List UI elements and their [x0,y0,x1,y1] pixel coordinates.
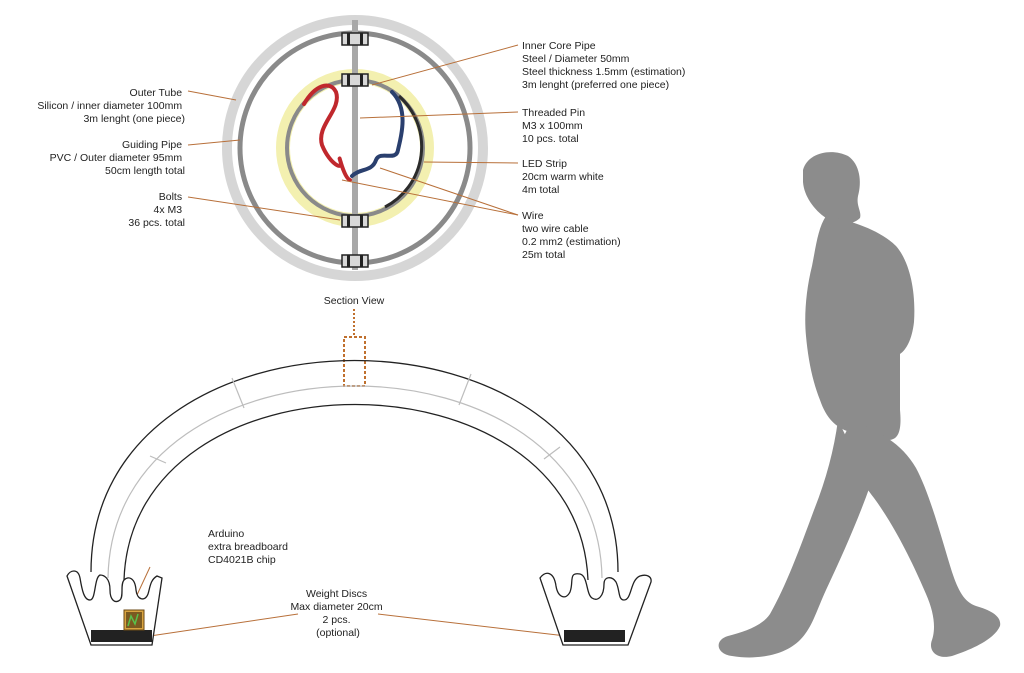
base-right [539,572,652,646]
section-cut-marker [343,309,366,387]
threaded-pin-label: Threaded Pin M3 x 100mm 10 pcs. total [522,107,588,145]
weight-discs-label: Weight Discs Max diameter 20cm 2 pcs. (o… [290,588,385,639]
arch-inner-edge [123,404,589,581]
wire-blue [350,90,405,178]
arch [90,359,619,581]
threaded-pin [352,20,358,270]
bolt-icon [341,214,369,228]
bolt-icon [341,254,369,268]
bolt-icon [341,32,369,46]
bolts-label: Bolts 4x M3 36 pcs. total [128,191,185,229]
led-strip-arc [384,94,424,209]
section-view-label: Section View [324,295,385,307]
weight-disc-left [91,630,152,642]
arch-outer-edge [90,359,619,573]
outer-tube-label: Outer Tube Silicon / inner diameter 100m… [37,87,185,125]
base-left [66,570,163,646]
inner-core-label: Inner Core Pipe Steel / Diameter 50mm St… [522,40,688,91]
bolt-icon [341,73,369,87]
wire-label: Wire two wire cable 0.2 mm2 (estimation)… [522,210,624,261]
person-silhouette [718,152,1001,658]
guiding-pipe-label: Guiding Pipe PVC / Outer diameter 95mm 5… [50,139,185,177]
arch-middle-line [107,385,603,579]
wire-red [302,83,352,182]
arduino-board-icon [123,609,145,631]
leader-lines [129,44,567,637]
section-view-diagram [222,15,488,281]
led-strip-label: LED Strip 20cm warm white 4m total [522,158,607,196]
weight-disc-right [564,630,625,642]
arduino-label: Arduino extra breadboard CD4021B chip [208,528,291,566]
